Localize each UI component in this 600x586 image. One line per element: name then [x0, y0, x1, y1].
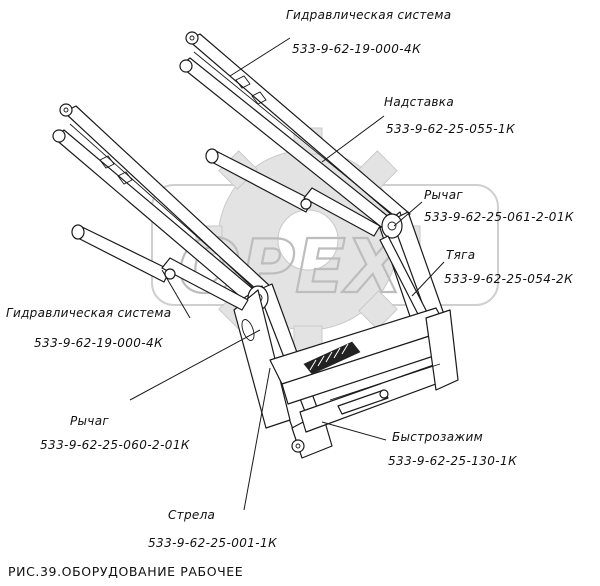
leader-hydraulic-left — [161, 269, 191, 319]
part-number-hydraulic-system-top: 533-9-62-19-000-4К — [292, 42, 421, 56]
grip-plate — [303, 341, 361, 375]
leader-rod — [411, 261, 445, 297]
part-number-rod: 533-9-62-25-054-2К — [444, 272, 573, 286]
part-number-lever-right: 533-9-62-25-061-2-01К — [424, 210, 574, 224]
leader-lever-right — [393, 201, 423, 227]
label-lever-right: Рычаг — [424, 188, 463, 202]
leader-boom — [243, 367, 271, 511]
leader-lever-left — [129, 329, 261, 401]
label-extension: Надставка — [384, 95, 454, 109]
part-number-lever-left: 533-9-62-25-060-2-01К — [40, 438, 190, 452]
right-boom — [179, 31, 447, 341]
label-quick-clamp: Быстрозажим — [392, 430, 483, 444]
label-lever-left: Рычаг — [70, 414, 109, 428]
label-hydraulic-system-top: Гидравлическая система — [286, 8, 452, 22]
left-hydraulic-cylinder — [71, 224, 249, 311]
label-boom: Стрела — [168, 508, 216, 522]
figure-caption: РИС.39.ОБОРУДОВАНИЕ РАБОЧЕЕ — [8, 564, 244, 579]
part-number-extension: 533-9-62-25-055-1К — [386, 122, 515, 136]
leader-extension — [321, 115, 385, 163]
part-number-hydraulic-system-left: 533-9-62-19-000-4К — [34, 336, 163, 350]
leader-lines — [129, 37, 445, 511]
part-number-boom: 533-9-62-25-001-1К — [148, 536, 277, 550]
leader-quick-clamp — [321, 421, 387, 441]
left-boom — [52, 103, 333, 459]
label-rod: Тяга — [446, 248, 476, 262]
quick-clamp — [269, 307, 459, 433]
leader-hydraulic-top — [229, 37, 291, 77]
part-number-quick-clamp: 533-9-62-25-130-1К — [388, 454, 517, 468]
right-hydraulic-cylinder — [205, 148, 381, 237]
label-hydraulic-system-left: Гидравлическая система — [6, 306, 172, 320]
